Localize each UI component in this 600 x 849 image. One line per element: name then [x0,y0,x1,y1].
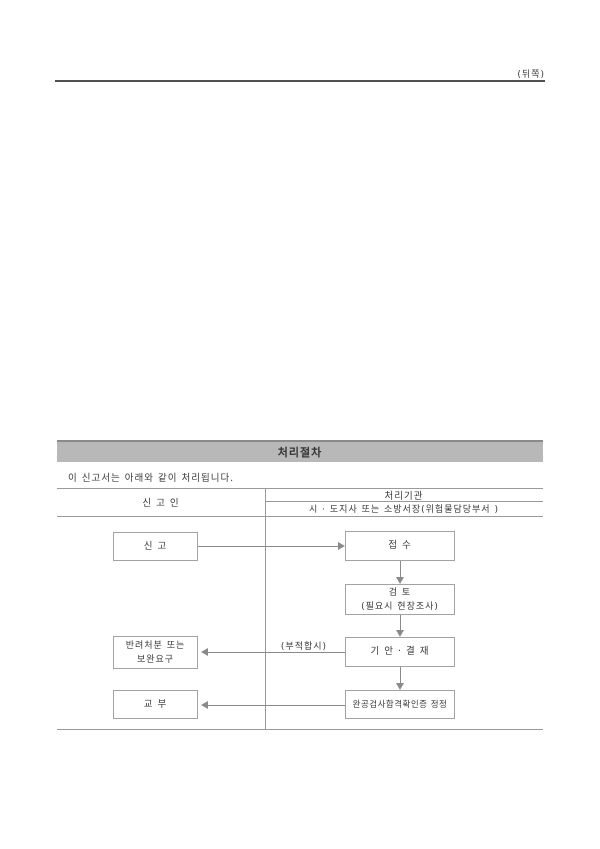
arrow-report-to-receipt [198,546,338,547]
flow-box-rejection: 반려처분 또는 보완요구 [113,636,198,669]
agency-column-header: 처리기관 [384,490,424,502]
top-horizontal-rule [55,80,545,82]
flow-box-report: 신 고 [113,532,198,561]
flow-box-review-line2: (필요시 현장조사) [361,601,439,612]
arrow-draft-to-certificate [400,667,401,683]
flow-box-certificate-correction: 완공검사합격확인증 정정 [345,690,455,719]
arrow-down-icon [396,577,404,584]
procedure-title: 처리절차 [277,446,323,459]
applicant-column-header: 신 고 인 [142,498,180,509]
arrow-draft-to-rejection [208,652,345,653]
table-bottom-rule [57,729,543,730]
flow-box-rejection-line2: 보완요구 [136,654,175,665]
arrow-right-icon [338,542,345,550]
arrow-receipt-to-review [400,561,401,577]
flow-box-receipt-label: 접 수 [388,540,412,551]
agency-subheader-rule [265,501,543,502]
flow-box-draft-approval-label: 기 안 · 결 재 [370,646,430,657]
arrow-left-icon [201,648,208,656]
arrow-review-to-draft [400,615,401,630]
flow-box-review: 검 토 (필요시 현장조사) [345,584,455,615]
flow-box-issuance: 교 부 [113,690,198,719]
flow-box-report-label: 신 고 [143,540,168,552]
flow-box-issuance-label: 교 부 [143,698,168,710]
flow-box-receipt: 접 수 [345,531,455,561]
arrow-down-icon [396,630,404,637]
back-side-label: (뒤쪽) [517,70,545,80]
table-header-bottom-rule [57,516,543,517]
flow-box-certificate-correction-label: 완공검사합격확인증 정정 [352,699,448,710]
agency-column-subheader: 시 · 도지사 또는 소방서장(위험물담당부서 ) [309,505,499,515]
arrow-down-icon [396,683,404,690]
arrow-certificate-to-issuance [208,705,345,706]
flow-box-review-line1: 검 토 [388,587,412,598]
arrow-left-icon [201,701,208,709]
table-top-rule [57,488,543,489]
flow-box-rejection-line1: 반려처분 또는 [125,640,186,651]
flow-box-draft-approval: 기 안 · 결 재 [345,637,455,667]
procedure-title-bar: 처리절차 [57,440,543,462]
table-column-divider [265,488,266,729]
unfit-condition-label: (부적합시) [280,642,328,652]
procedure-note: 이 신고서는 아래와 같이 처리됩니다. [68,473,235,484]
